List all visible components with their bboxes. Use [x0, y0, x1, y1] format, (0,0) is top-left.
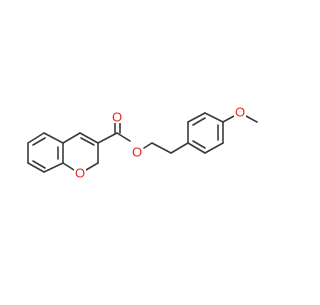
carbonyl-oxygen-label: O — [112, 110, 122, 125]
atom-labels: O O O O — [74, 105, 246, 181]
label-mask — [111, 111, 123, 123]
bond-carbonyl-oester — [116, 132, 131, 142]
bond-c4a-c5 — [43, 132, 64, 144]
background — [0, 0, 300, 300]
bond-c4-c3-inner — [80, 137, 95, 146]
bond-r3-r4 — [204, 112, 224, 123]
bond-r2-r3 — [187, 112, 206, 123]
bond-c7-c8-inner — [32, 160, 46, 169]
bond-c8-c8a — [43, 162, 64, 173]
bond-omethoxy-ch3 — [245, 115, 258, 123]
ring-oxygen-label: O — [75, 166, 85, 181]
bond-c4-c3 — [79, 132, 99, 144]
label-mask — [131, 146, 143, 158]
bond-c2-o1 — [85, 162, 99, 171]
methoxy-oxygen-label: O — [235, 105, 245, 120]
bond-r5-r6 — [204, 142, 224, 154]
bond-lines — [27, 112, 258, 173]
bond-o1-c8a — [62, 162, 75, 171]
bond-r6-r1-inner — [192, 140, 206, 149]
bond-c4a-c4 — [62, 132, 81, 144]
label-mask — [234, 106, 246, 118]
bond-r2-r3-inner — [192, 117, 206, 126]
bond-c3-carbonyl — [97, 132, 118, 144]
ester-oxygen-label: O — [132, 145, 142, 160]
bond-ch2-ring — [170, 142, 189, 154]
label-mask — [74, 167, 86, 179]
bond-r6-r1 — [187, 142, 206, 154]
bond-ring-omethoxy — [222, 115, 235, 123]
structure-diagram: O O O O — [0, 0, 300, 300]
molecule-svg: O O O O — [0, 0, 300, 300]
bond-c7-c8 — [27, 162, 45, 173]
bond-oester-ch2 — [143, 142, 153, 149]
bond-c5-c6-inner — [32, 137, 46, 146]
bond-ch2-ch2 — [151, 142, 172, 154]
bond-c5-c6 — [27, 132, 45, 144]
